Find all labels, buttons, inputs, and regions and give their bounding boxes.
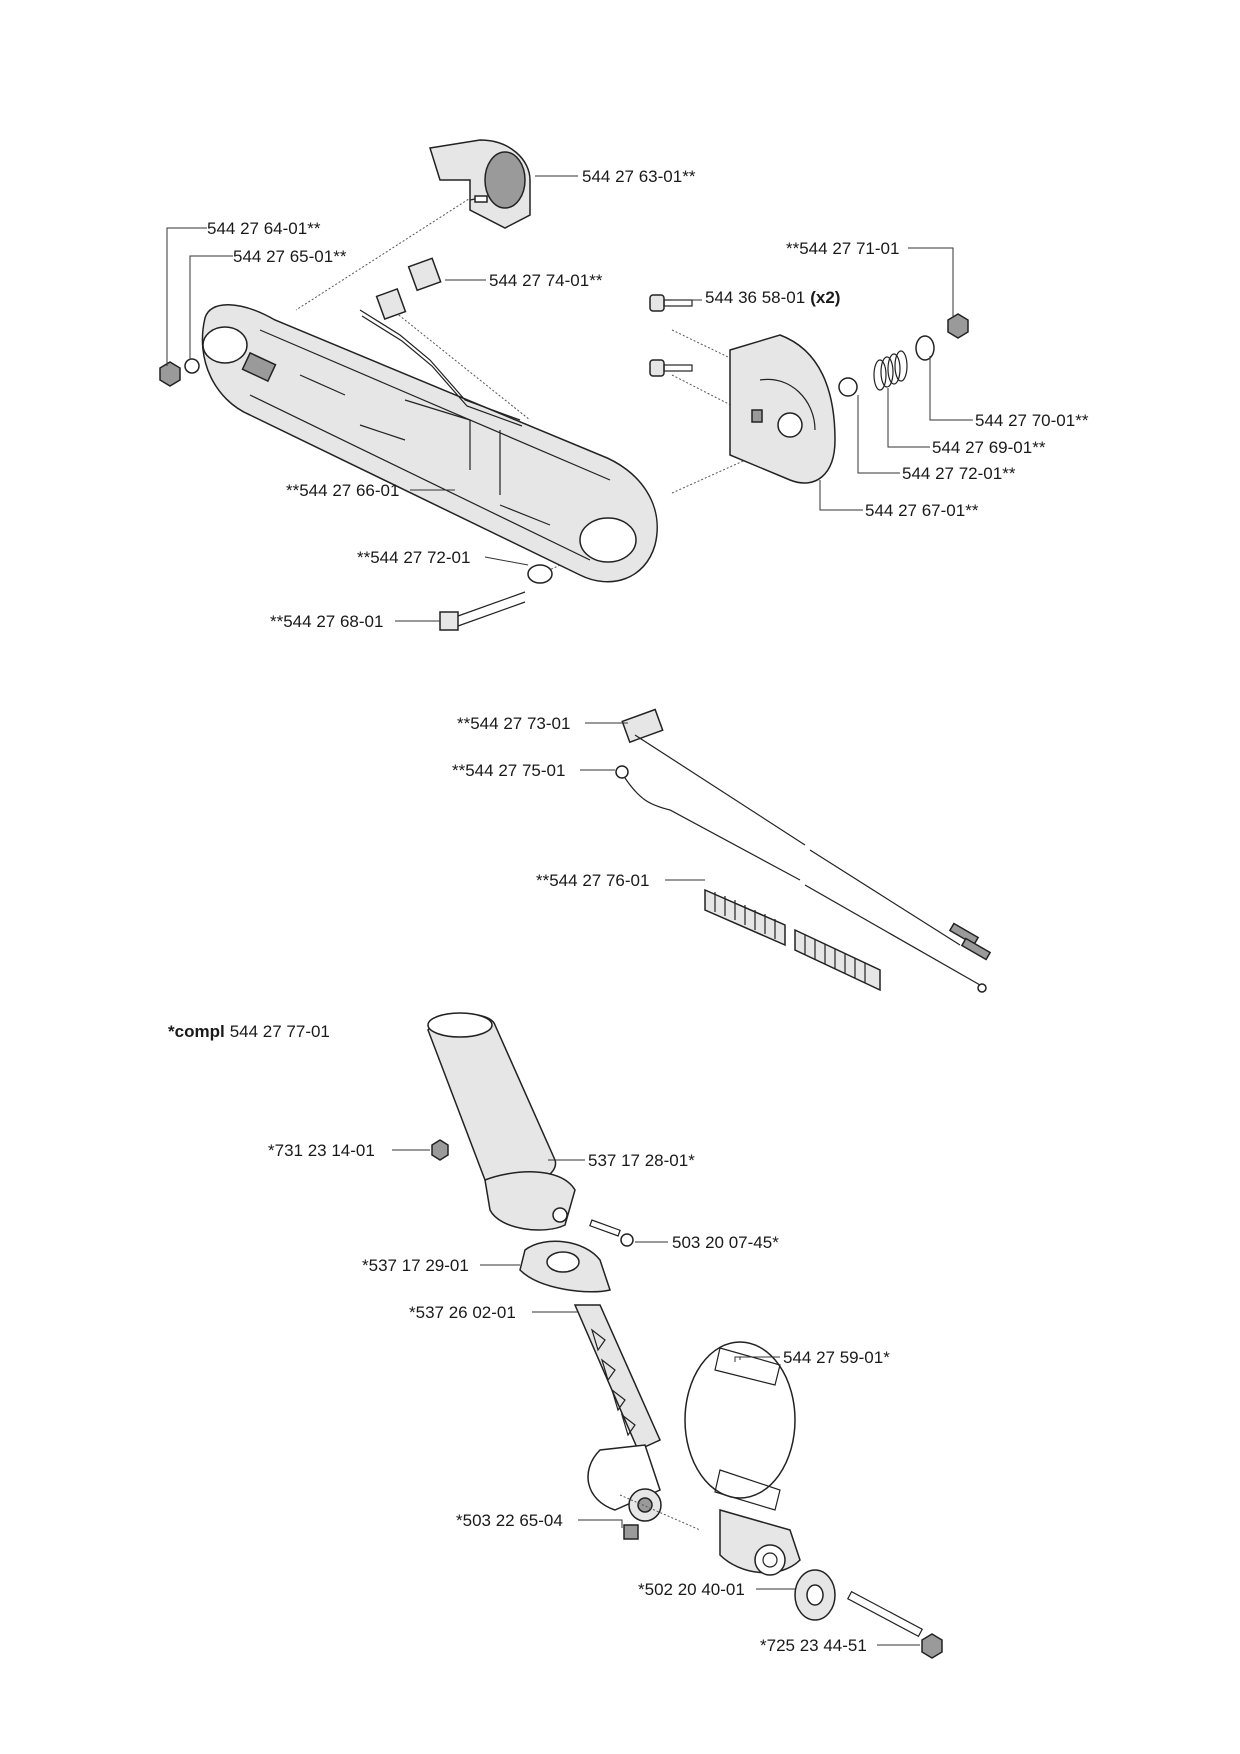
label-compl-prefix: *compl [168, 1022, 225, 1041]
label-544-27-67: 544 27 67-01** [865, 501, 979, 520]
label-544-27-69: 544 27 69-01** [932, 438, 1046, 457]
cable-sleeve-part [704, 888, 881, 992]
label-compl-number: 544 27 77-01 [230, 1022, 330, 1041]
label-544-36-58: 544 36 58-01 (x2) [705, 288, 840, 307]
label-compl: *compl 544 27 77-01 [168, 1022, 330, 1041]
label-544-27-65: 544 27 65-01** [233, 247, 347, 266]
label-544-27-73: **544 27 73-01 [457, 714, 570, 733]
label-537-17-28: 537 17 28-01* [588, 1151, 695, 1170]
label-544-27-63: 544 27 63-01** [582, 167, 696, 186]
labels-middle: **544 27 73-01 **544 27 75-01 **544 27 7… [452, 714, 705, 890]
label-503-20-07: 503 20 07-45* [672, 1233, 779, 1252]
cable-assembly [615, 708, 992, 993]
label-502-20-40: *502 20 40-01 [638, 1580, 745, 1599]
label-544-27-71: **544 27 71-01 [786, 239, 899, 258]
label-544-36-58-qty: (x2) [810, 288, 840, 307]
label-537-17-29: *537 17 29-01 [362, 1256, 469, 1275]
nut-washer-left [159, 358, 200, 387]
lever-housing-part [201, 304, 658, 583]
label-544-27-68: **544 27 68-01 [270, 612, 383, 631]
label-544-27-64: 544 27 64-01** [207, 219, 321, 238]
label-731-23-14: *731 23 14-01 [268, 1141, 375, 1160]
label-544-27-76: **544 27 76-01 [536, 871, 649, 890]
bolts-part [649, 294, 693, 377]
label-544-36-58-number: 544 36 58-01 [705, 288, 805, 307]
label-544-27-75: **544 27 75-01 [452, 761, 565, 780]
labels-top: 544 27 63-01** 544 27 64-01** 544 27 65-… [166, 167, 1089, 631]
long-bolt-part [846, 1590, 943, 1659]
label-544-27-72-left: **544 27 72-01 [357, 548, 470, 567]
cable-clip-part [359, 257, 523, 427]
label-503-22-65: *503 22 65-04 [456, 1511, 563, 1530]
label-544-27-59: 544 27 59-01* [783, 1348, 890, 1367]
label-537-26-02: *537 26 02-01 [409, 1303, 516, 1322]
spring-washers-right [838, 313, 969, 397]
cover-plate-part [729, 334, 836, 484]
label-544-27-70: 544 27 70-01** [975, 411, 1089, 430]
bevel-gear-part [794, 1569, 836, 1621]
front-handle-assembly [427, 1012, 943, 1659]
small-gear-part [628, 1488, 662, 1522]
label-725-23-44: *725 23 44-51 [760, 1636, 867, 1655]
label-544-27-74: 544 27 74-01** [489, 271, 603, 290]
label-544-27-72-right: 544 27 72-01** [902, 464, 1016, 483]
bolt-washer-bottom [439, 564, 553, 631]
band-clamp-part [684, 1341, 801, 1576]
label-544-27-66: **544 27 66-01 [286, 481, 399, 500]
labels-bottom: *compl 544 27 77-01 *731 23 14-01 537 17 … [168, 1022, 920, 1655]
trigger-part [429, 139, 531, 229]
